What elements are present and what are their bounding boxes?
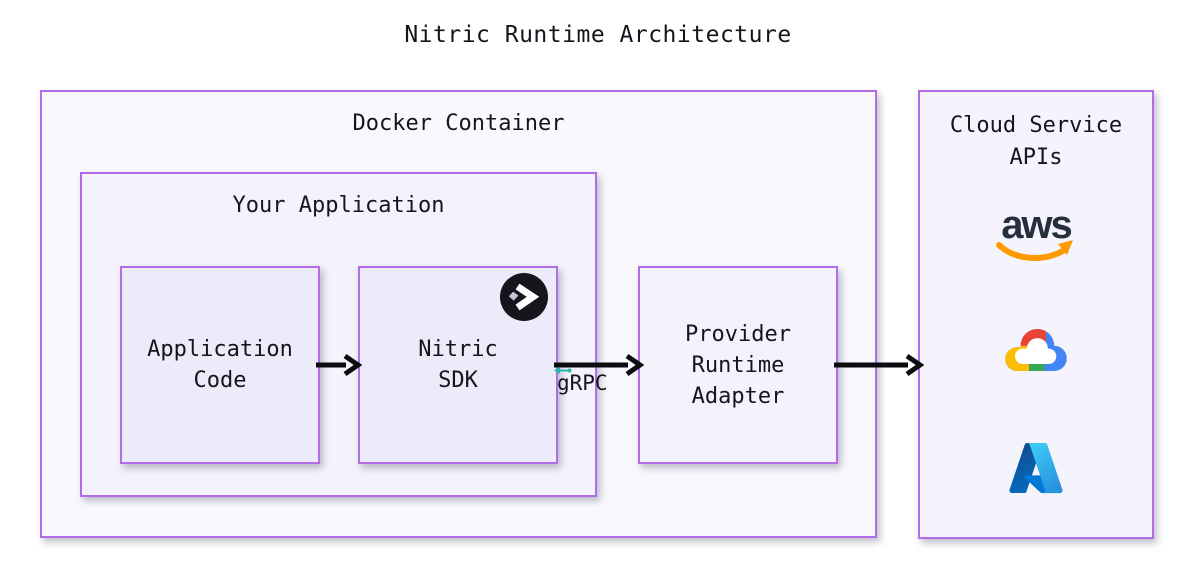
nitric-sdk-label: Nitric SDK [360,268,556,462]
aws-logo-icon: aws [996,204,1074,261]
application-code-box: Application Code [120,266,320,464]
nitric-sdk-line1: Nitric [418,337,498,362]
cloud-service-apis-label: Cloud Service APIs [920,110,1152,174]
grpc-arrow-mark-icon [554,367,572,374]
cloud-provider-logos: aws [920,204,1152,501]
nitric-sdk-line2: SDK [438,368,478,393]
nitric-sdk-box: Nitric SDK [358,266,558,464]
arrow-appcode-to-sdk [316,353,362,377]
arrow-sdk-to-provider [554,353,644,377]
provider-runtime-adapter-box: Provider Runtime Adapter [638,266,838,464]
application-code-line1: Application [147,337,293,362]
provider-line2: Runtime [691,352,785,378]
provider-line1: Provider [685,321,791,347]
azure-logo-icon [1009,442,1063,494]
docker-container-label: Docker Container [352,111,565,136]
your-application-box: Your Application Application Code [80,172,597,497]
application-code-label: Application Code [122,268,318,462]
nitric-logo-icon [500,273,548,321]
provider-line3: Adapter [691,383,785,409]
diagram-title: Nitric Runtime Architecture [404,22,792,48]
provider-runtime-adapter-label: Provider Runtime Adapter [640,268,836,462]
cloud-service-apis-box: Cloud Service APIs aws [918,90,1154,539]
docker-container-box: Docker Container Your Application Applic… [40,90,877,538]
aws-wordmark: aws [1001,204,1071,247]
google-cloud-logo-icon [1005,329,1067,371]
arrow-provider-to-cloud [834,353,924,377]
cloud-label-line1: Cloud Service [949,113,1123,138]
your-application-label: Your Application [232,193,445,218]
cloud-label-line2: APIs [1009,145,1063,170]
application-code-line2: Code [193,368,247,393]
grpc-label: gRPC [557,371,608,395]
